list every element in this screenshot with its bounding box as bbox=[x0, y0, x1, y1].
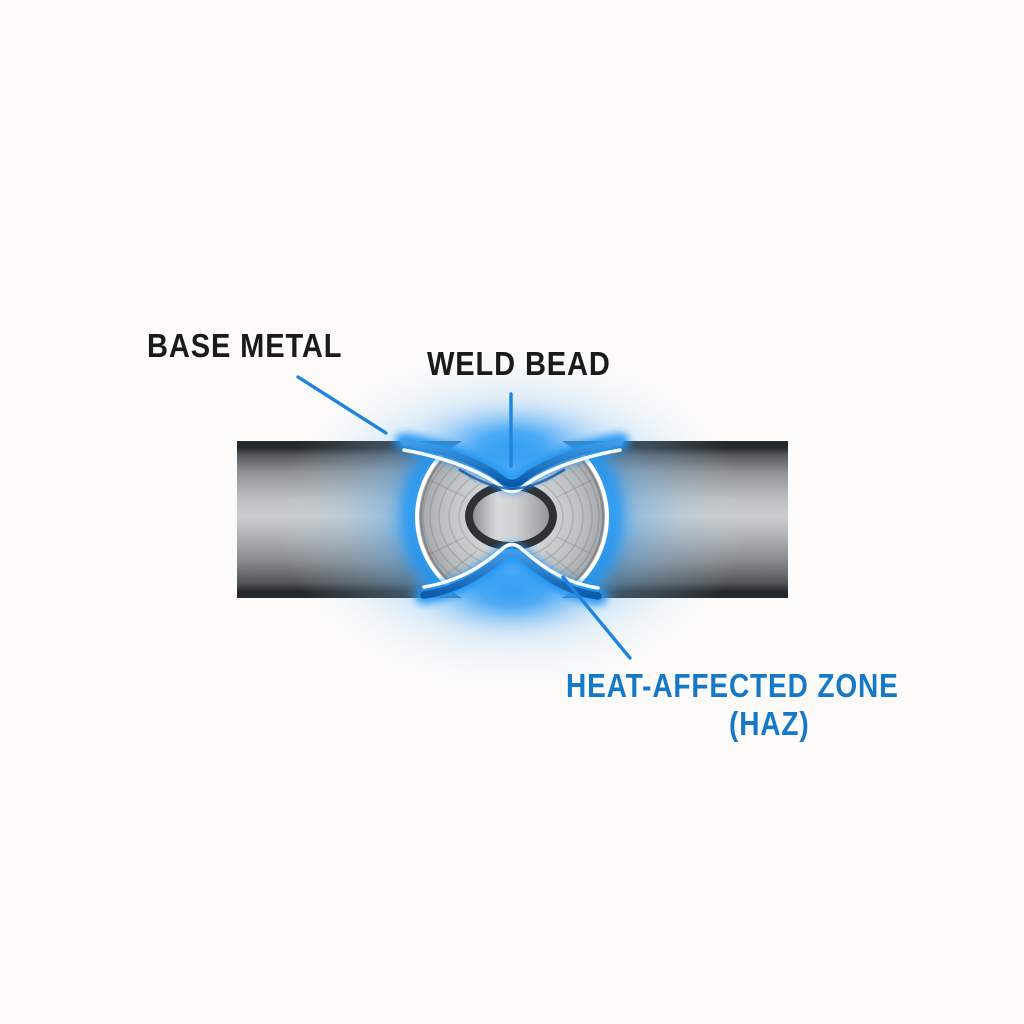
fusion-line-bottom-highlight bbox=[422, 542, 600, 590]
haz-leader-line bbox=[561, 575, 632, 660]
fusion-line-top-highlight bbox=[402, 448, 622, 494]
weld-bead-label: WELD BEAD bbox=[427, 345, 611, 382]
fusion-line-bottom bbox=[420, 548, 602, 600]
haz-label-line2: (HAZ) bbox=[729, 705, 810, 742]
fusion-zone-inner-rim bbox=[420, 439, 604, 601]
weld-bead-nugget bbox=[465, 482, 557, 550]
fusion-line-top-core bbox=[458, 468, 566, 491]
fusion-zone-outer-glow bbox=[401, 439, 623, 601]
base-metal-leader-line bbox=[296, 375, 388, 435]
base-metal-label: BASE METAL bbox=[147, 327, 343, 364]
haz-label-line1: HEAT-AFFECTED ZONE bbox=[566, 667, 899, 704]
fusion-line-top bbox=[400, 438, 624, 488]
leader-lines bbox=[296, 375, 632, 660]
fusion-zone-white-rim bbox=[415, 439, 609, 601]
fusion-lines bbox=[395, 433, 629, 605]
